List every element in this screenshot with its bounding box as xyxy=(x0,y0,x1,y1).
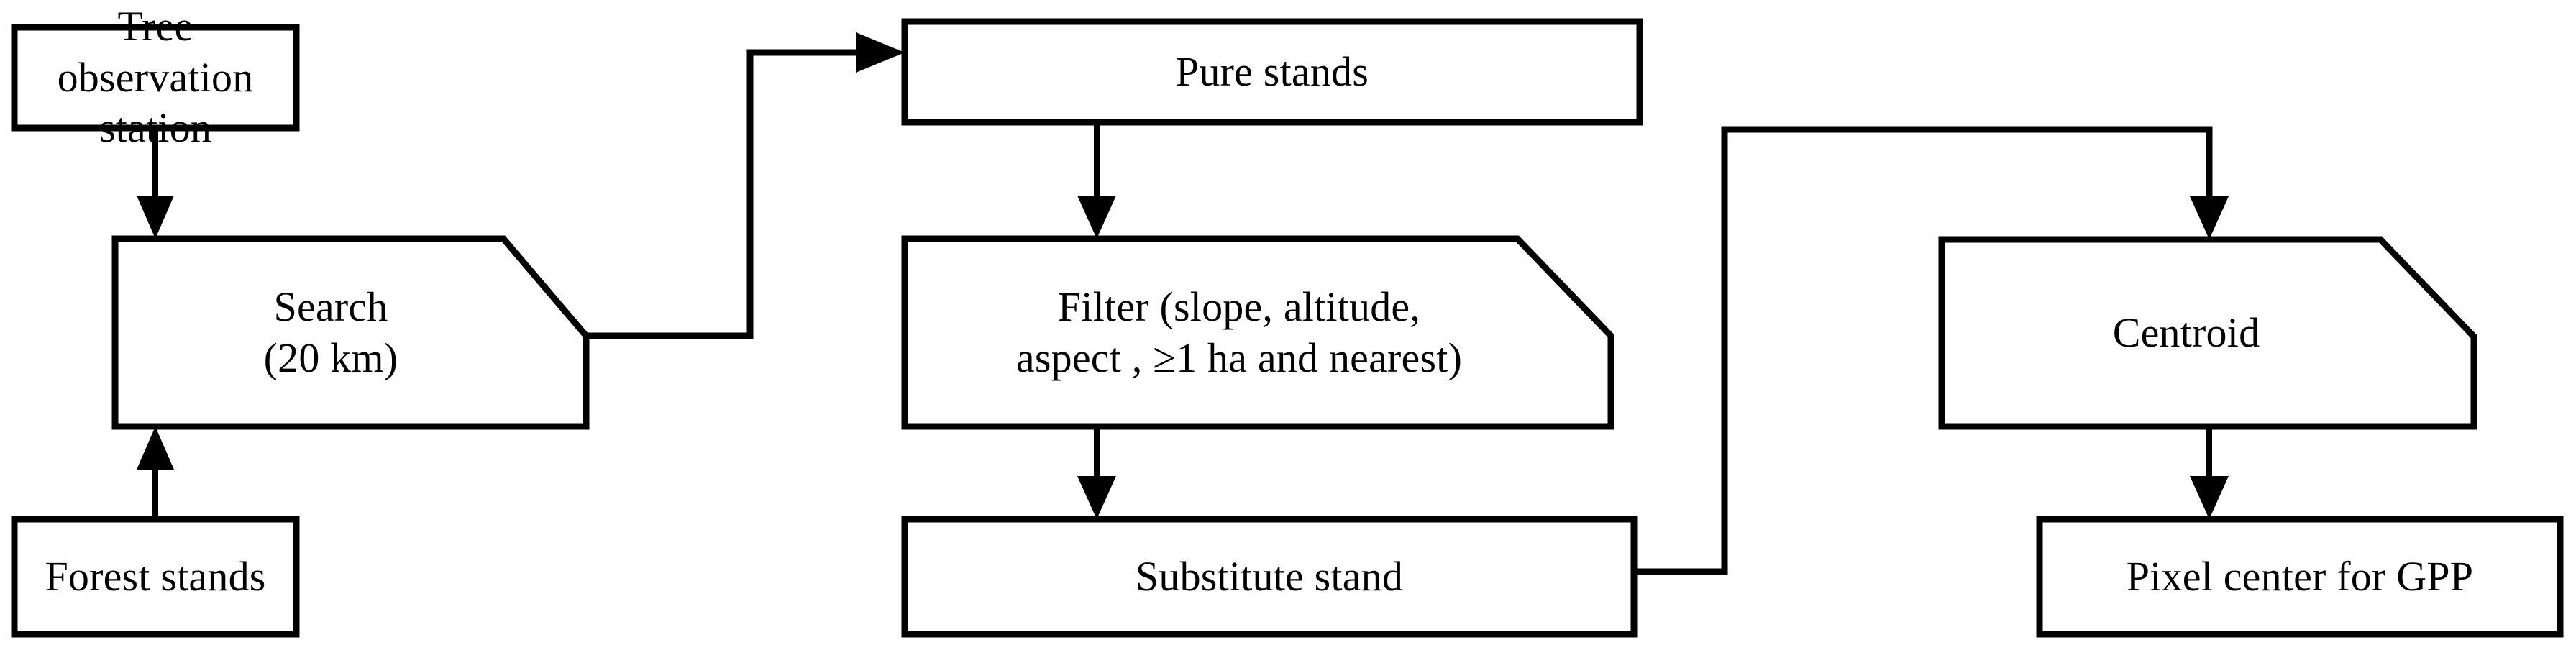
node-shape-forest-stands[interactable] xyxy=(11,516,300,638)
arrowhead-icon xyxy=(2190,476,2229,519)
node-shape-pure-stands[interactable] xyxy=(901,18,1643,126)
arrowhead-icon xyxy=(1077,196,1116,239)
arrowhead-icon xyxy=(137,196,174,239)
edge-tree-observation-to-search xyxy=(137,128,174,239)
node-shape-tree-observation-station[interactable] xyxy=(11,24,300,132)
edge-substitute-stand-to-centroid xyxy=(1634,126,2229,575)
arrowhead-icon xyxy=(137,426,174,470)
edge-centroid-to-pixel-center xyxy=(2190,426,2229,519)
node-shape-substitute-stand[interactable] xyxy=(901,516,1638,638)
arrowhead-icon xyxy=(2190,196,2229,239)
node-shape-filter[interactable] xyxy=(901,235,1614,430)
node-shape-centroid[interactable] xyxy=(1938,236,2477,430)
node-shape-pixel-center-for-gpp[interactable] xyxy=(2036,516,2564,638)
edge-filter-to-substitute-stand xyxy=(1077,426,1116,519)
arrowhead-icon xyxy=(1077,476,1116,519)
edge-pure-stands-to-filter xyxy=(1077,122,1116,239)
edge-search-to-pure-stands xyxy=(586,32,905,339)
node-shape-search[interactable] xyxy=(111,235,590,430)
edge-forest-stands-to-search xyxy=(137,426,174,519)
arrowhead-icon xyxy=(856,32,905,73)
